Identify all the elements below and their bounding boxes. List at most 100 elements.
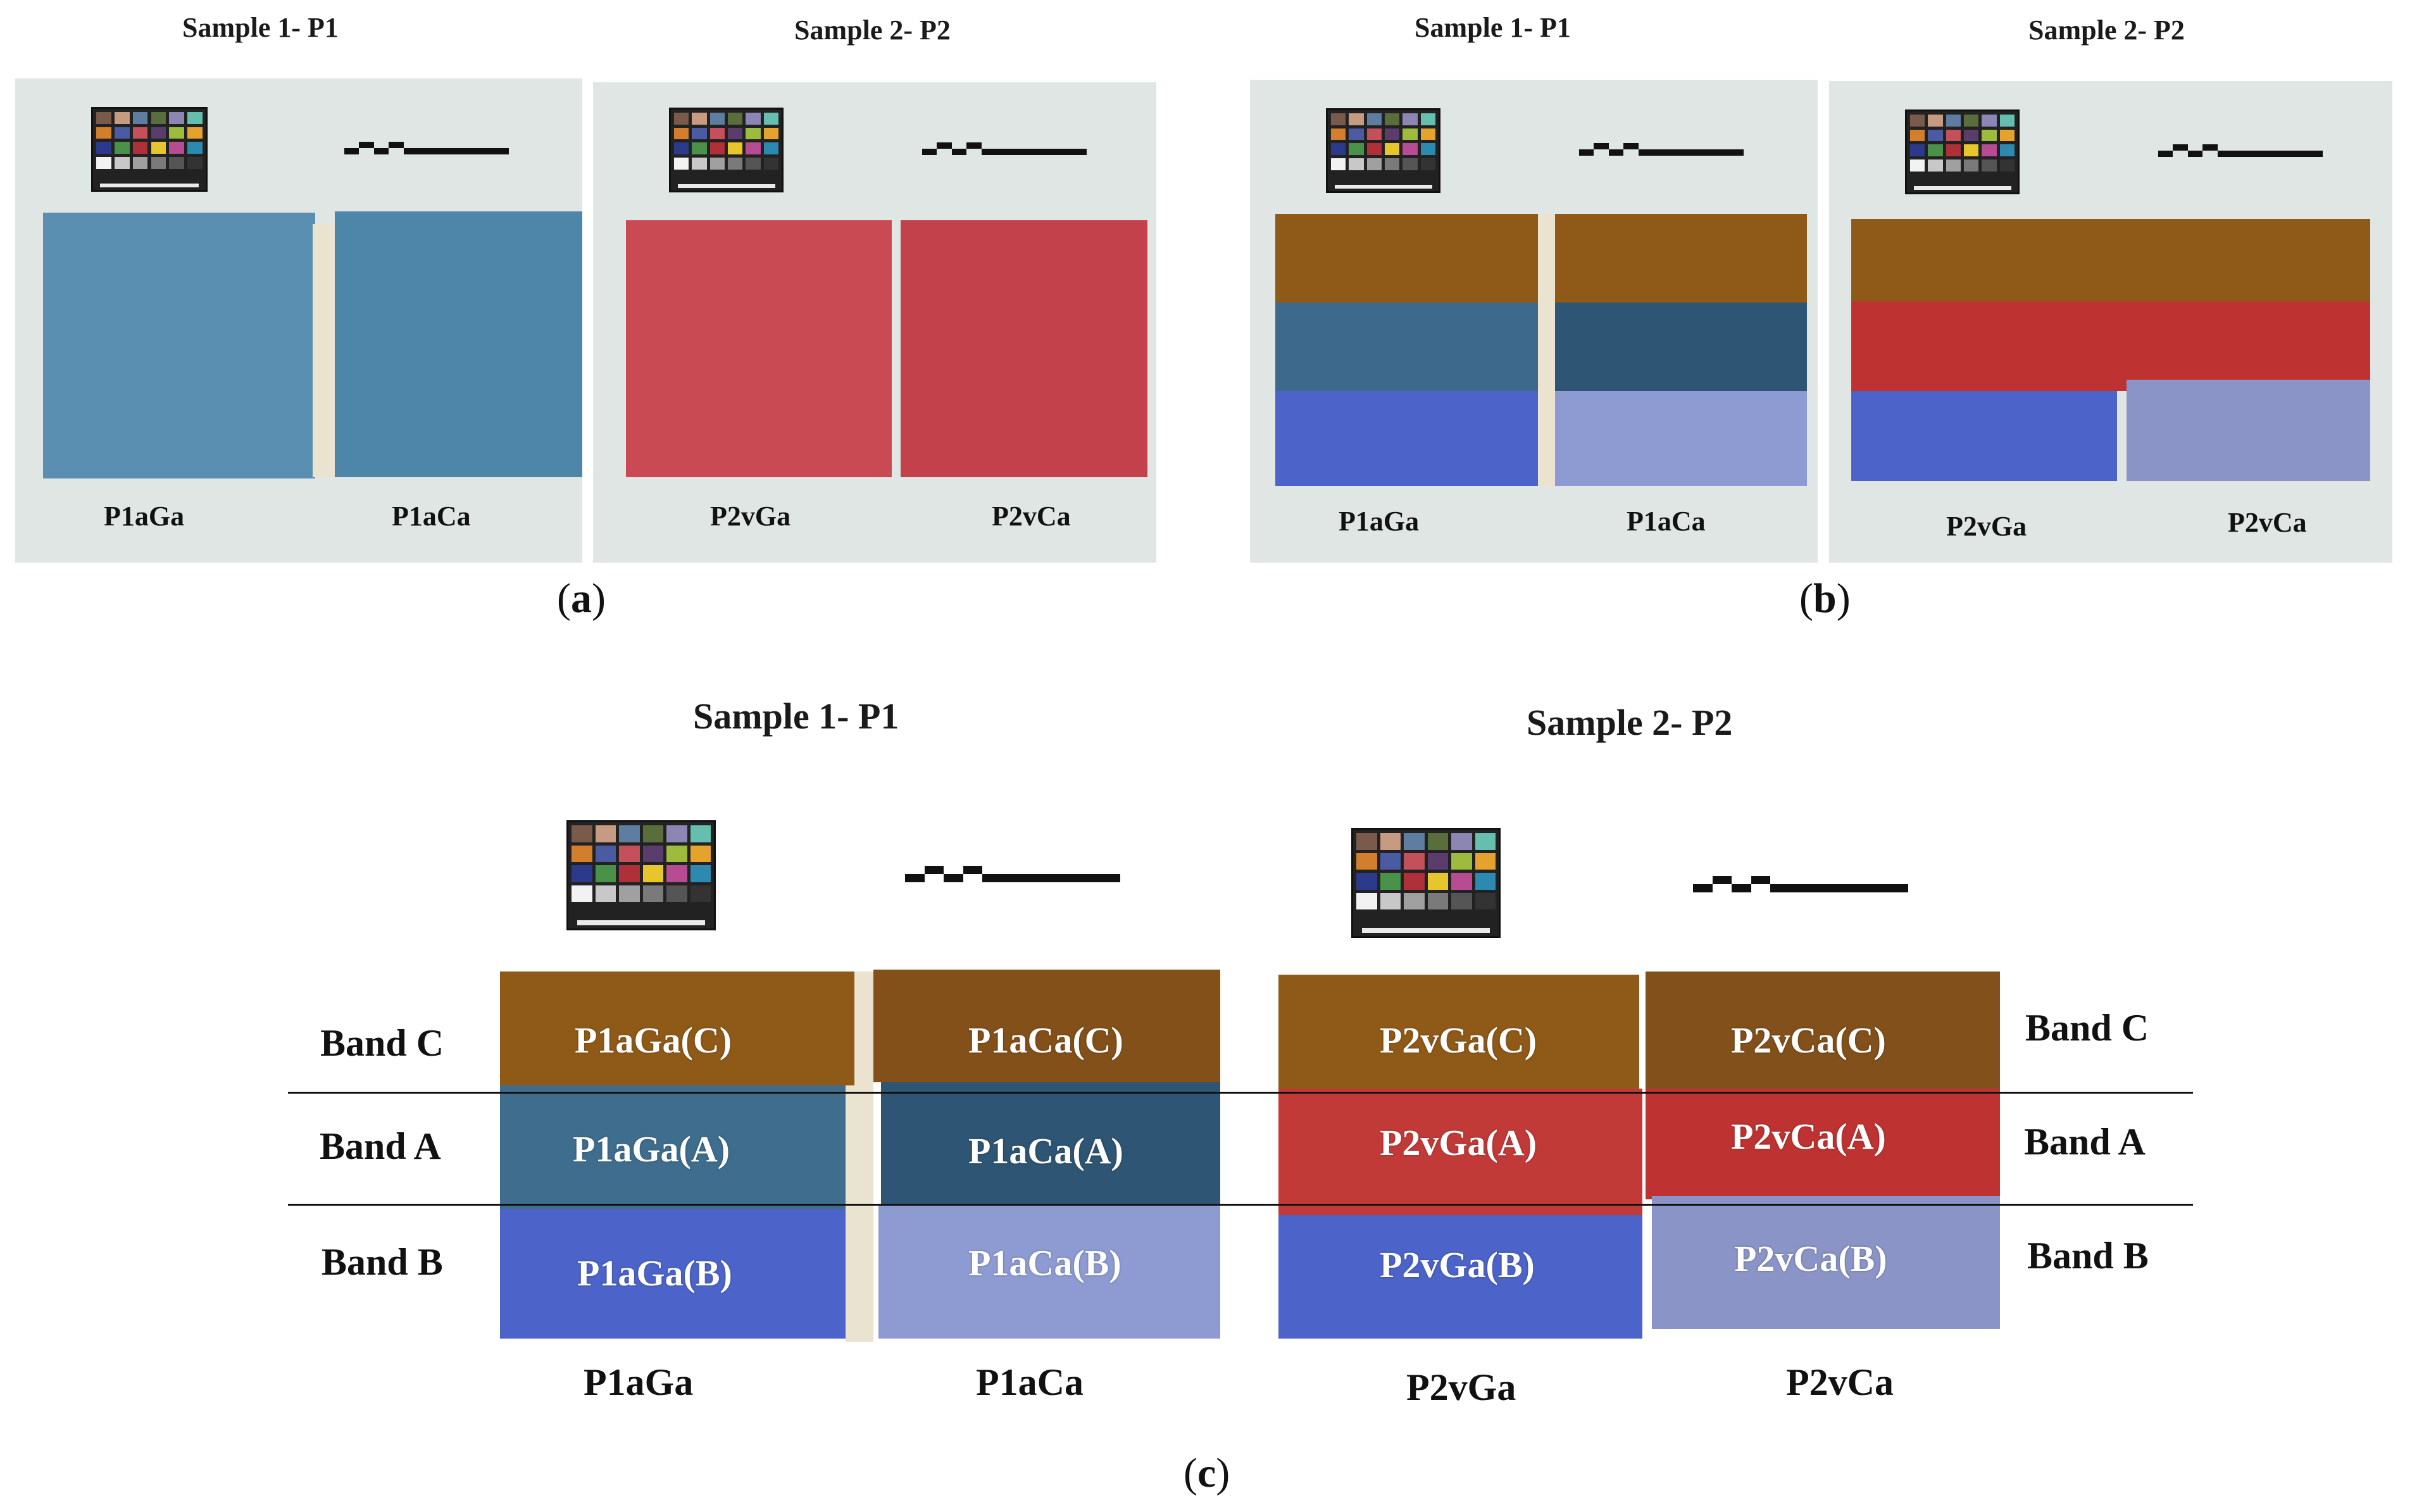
color-checker-swatch	[619, 845, 640, 862]
color-checker-swatch	[1964, 159, 1979, 172]
scale-bar-segment	[944, 874, 963, 883]
color-checker-swatch	[1946, 144, 1961, 157]
color-checker-swatch	[1366, 113, 1382, 125]
color-checker-swatch	[1380, 873, 1401, 890]
color-checker	[91, 107, 208, 192]
tile-label: P2vCa(B)	[1734, 1238, 1887, 1279]
scale-bar-segment	[1623, 143, 1639, 149]
color-checker-swatch	[690, 845, 711, 862]
color-checker-swatch	[1999, 144, 2015, 157]
color-checker-swatch	[1403, 113, 1418, 125]
scale-bar-long	[1653, 149, 1744, 156]
panel-b-left-title: Sample 1- P1	[1415, 12, 1571, 43]
color-checker-swatch	[1331, 158, 1346, 170]
color-checker-swatch	[1427, 873, 1448, 890]
scale-bar-segment	[1579, 149, 1594, 156]
red-sample-ga	[626, 220, 892, 477]
band-b-periwinkle-ca	[1555, 391, 1807, 486]
color-checker-swatch	[187, 157, 203, 169]
panel-b-right-photo: P2vGa P2vCa	[1829, 81, 2392, 563]
color-checker-swatch	[187, 142, 203, 154]
color-checker-swatch	[1928, 159, 1943, 172]
color-checker-swatch	[187, 127, 203, 139]
scale-bar-segment	[924, 866, 944, 875]
color-checker-swatch	[1910, 129, 1925, 142]
color-checker-swatch	[674, 127, 689, 140]
tile-label: P2vGa(A)	[1380, 1122, 1537, 1163]
color-checker-swatch	[151, 127, 166, 139]
color-checker-swatch	[1910, 144, 1925, 157]
color-checker-swatch	[1910, 159, 1925, 172]
panel-b-right-title: Sample 2- P2	[2028, 15, 2185, 46]
scale-bar-segment	[1608, 149, 1624, 156]
color-checker-swatch	[666, 825, 687, 842]
scale-bar-segment	[1693, 884, 1713, 893]
color-checker-swatch	[1366, 143, 1382, 156]
bottom-label-p2vca: P2vCa	[1786, 1361, 1894, 1403]
color-checker-swatch	[132, 157, 148, 169]
color-checker-swatch	[690, 885, 711, 903]
color-checker-swatch	[1356, 892, 1377, 910]
color-checker-swatch	[114, 112, 130, 124]
color-checker-swatch	[96, 112, 111, 124]
tile-p2vca-c	[1646, 972, 2000, 1089]
color-checker-swatch	[728, 113, 743, 125]
color-checker-swatch	[1403, 128, 1418, 141]
color-checker-swatch	[746, 142, 761, 155]
color-checker-swatch	[169, 127, 185, 139]
color-checker-swatch	[132, 127, 148, 139]
color-checker-swatch	[151, 157, 166, 169]
scale-bar-segment	[937, 142, 952, 149]
tile-label: P1aGa(C)	[575, 1020, 732, 1061]
scale-bar-segment	[2187, 150, 2203, 157]
band-divider-line	[288, 1092, 2193, 1094]
color-checker-swatch	[1404, 873, 1425, 890]
sample-gap	[1538, 214, 1555, 486]
band-a-label-left: Band A	[320, 1125, 441, 1167]
tile-label: P2vCa(C)	[1731, 1020, 1886, 1061]
color-checker-swatch	[1380, 853, 1401, 870]
tile-p1aca-c	[873, 970, 1220, 1082]
caption-c: (c)	[1184, 1450, 1230, 1496]
caption-b: (b)	[1799, 575, 1851, 622]
scale-bar-segment	[982, 874, 1002, 883]
color-checker-swatch	[1349, 143, 1364, 156]
tile-p1aga-a	[500, 1085, 846, 1209]
color-checker-swatch	[1982, 159, 1997, 172]
scale-bar-segment	[1712, 876, 1732, 885]
color-checker-swatch	[642, 845, 663, 862]
color-checker-swatch	[1964, 144, 1979, 157]
color-checker-swatch	[619, 885, 640, 903]
scale-bar-long	[1790, 884, 1908, 893]
color-checker-swatch	[746, 158, 761, 170]
band-a-dark-blue-ga	[1275, 303, 1538, 391]
color-checker-swatch	[1349, 158, 1364, 170]
scale-bar-segment	[344, 147, 359, 154]
color-checker-swatch	[1403, 158, 1418, 170]
panel-a-left-title: Sample 1- P1	[182, 12, 339, 43]
scale-bar-long	[2232, 150, 2323, 157]
band-b-periwinkle-ga	[1275, 391, 1538, 486]
tile-p2vga-c	[1278, 975, 1639, 1089]
red-sample-ca	[901, 220, 1147, 477]
color-checker-swatch	[151, 112, 166, 124]
label-p1aga: P1aGa	[104, 501, 185, 532]
color-checker-swatch	[1385, 128, 1400, 141]
panel-a-left-photo: P1aGa P1aCa	[15, 78, 582, 563]
label-p1aca: P1aCa	[392, 501, 471, 532]
scale-bar-segment	[2217, 150, 2232, 157]
label-p2vga: P2vGa	[1946, 511, 2027, 542]
band-b-periwinkle-ca	[2127, 380, 2370, 481]
color-checker-swatch	[1427, 892, 1448, 910]
scale-bar	[922, 142, 1087, 161]
tile-label: P1aCa(B)	[968, 1242, 1121, 1284]
color-checker-swatch	[1946, 115, 1961, 127]
color-checker-swatch	[169, 142, 185, 154]
scale-bar-segment	[981, 148, 996, 155]
color-checker-swatch	[746, 127, 761, 140]
color-checker-swatch	[114, 157, 130, 169]
color-checker-strip	[1334, 184, 1432, 189]
color-checker-swatch	[1451, 873, 1472, 890]
color-checker-swatch	[1356, 873, 1377, 890]
color-checker-swatch	[728, 127, 743, 140]
